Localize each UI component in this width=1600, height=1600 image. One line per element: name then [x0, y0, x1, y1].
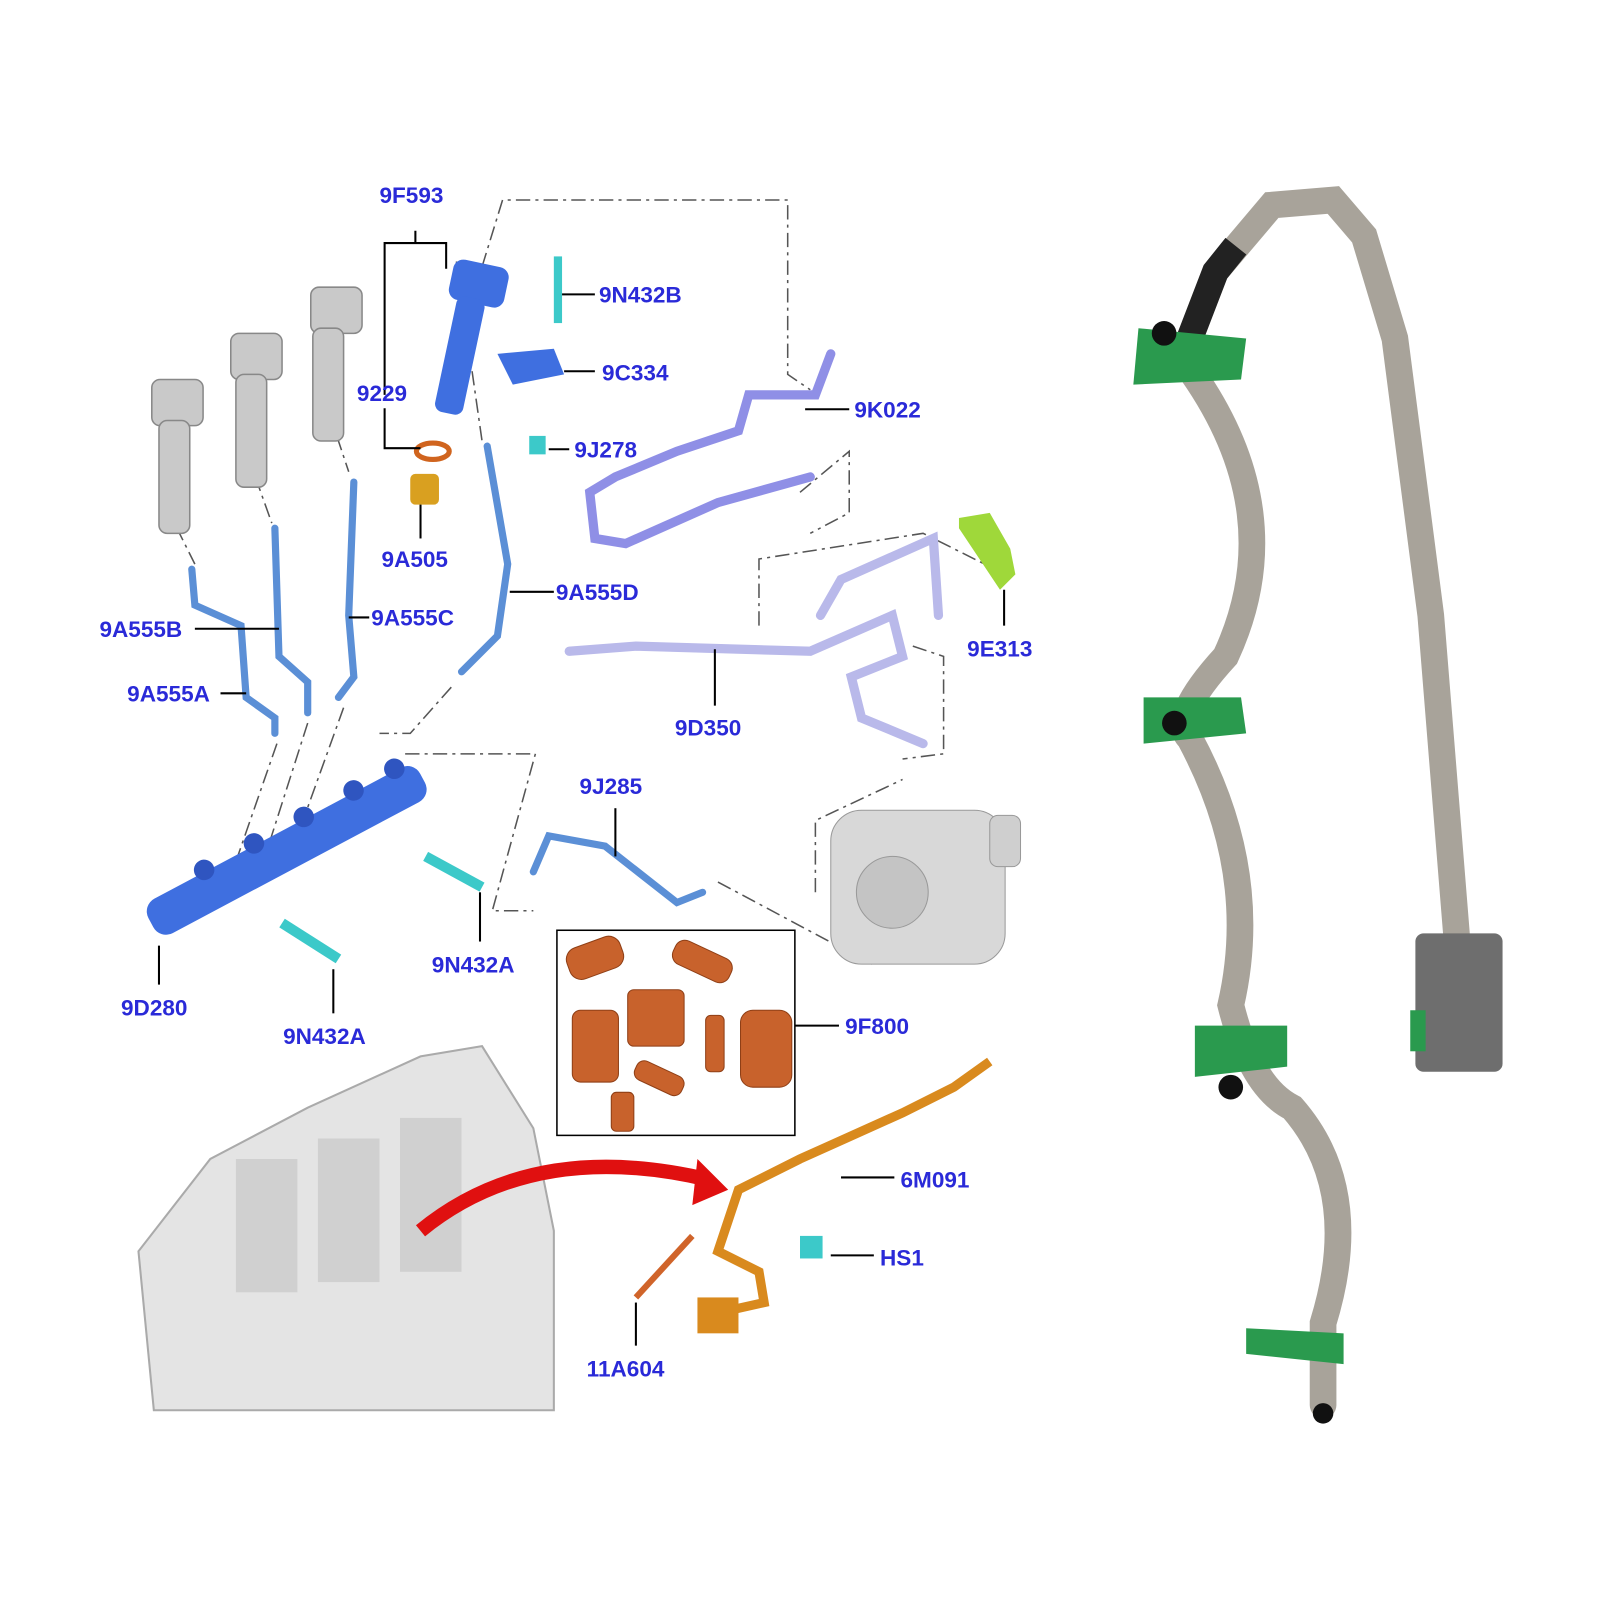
fuel-rail-icon — [146, 758, 427, 935]
fuel-pump-icon — [830, 809, 1022, 965]
bolt-icon — [279, 918, 342, 964]
arrow-head-icon — [692, 1158, 729, 1206]
label-9F593: 9F593 — [379, 183, 443, 208]
wiring-harness-icon — [712, 1057, 993, 1318]
bolt-icon — [423, 851, 485, 892]
bolt-icon — [553, 256, 563, 324]
label-9J285: 9J285 — [579, 774, 642, 799]
hose-connector-icon — [1133, 321, 1344, 1424]
label-9A505: 9A505 — [382, 547, 448, 572]
label-9N432B: 9N432B — [599, 283, 682, 308]
label-9A555B: 9A555B — [99, 617, 182, 642]
label-9N432A-lower: 9N432A — [283, 1024, 366, 1049]
engine-block-icon — [137, 1045, 555, 1412]
label-9N432A: 9N432A — [432, 952, 515, 977]
nut-icon — [529, 435, 546, 455]
bracket-icon — [958, 512, 1016, 590]
label-9D280: 9D280 — [121, 995, 187, 1020]
leak-off-hose-icon — [1171, 186, 1503, 1419]
label-9A555A: 9A555A — [127, 682, 210, 707]
label-9D350: 9D350 — [675, 715, 741, 740]
red-arrow-icon — [415, 1159, 710, 1237]
fuel-pipe-icon — [188, 442, 707, 907]
label-9J278: 9J278 — [574, 437, 637, 462]
sleeve-icon — [410, 473, 439, 505]
part-labels: 9F593 9N432B 9C334 9229 9K022 9J278 9A50… — [99, 183, 1032, 1381]
label-9229: 9229 — [357, 381, 407, 406]
seal-kit-icon — [565, 935, 793, 1132]
label-9A555D: 9A555D — [556, 580, 639, 605]
kit-box — [556, 929, 796, 1137]
label-9C334: 9C334 — [602, 361, 669, 386]
o-ring-icon — [413, 440, 452, 463]
return-pipe-icon — [584, 349, 836, 549]
label-9K022: 9K022 — [854, 397, 920, 422]
label-11A604: 11A604 — [587, 1356, 665, 1381]
label-9E313: 9E313 — [967, 636, 1032, 661]
return-pipe-9d350-icon — [564, 531, 944, 749]
clamp-icon — [497, 348, 565, 385]
label-9F800: 9F800 — [845, 1014, 909, 1039]
leader-lines — [157, 230, 1006, 1346]
label-9A555C: 9A555C — [371, 606, 454, 631]
glow-plug-icon — [633, 1233, 695, 1300]
label-HS1: HS1 — [880, 1246, 924, 1271]
injector-icon — [151, 259, 509, 535]
label-6M091: 6M091 — [901, 1168, 970, 1193]
screw-icon — [800, 1235, 823, 1259]
harness-connector-icon — [697, 1297, 739, 1334]
